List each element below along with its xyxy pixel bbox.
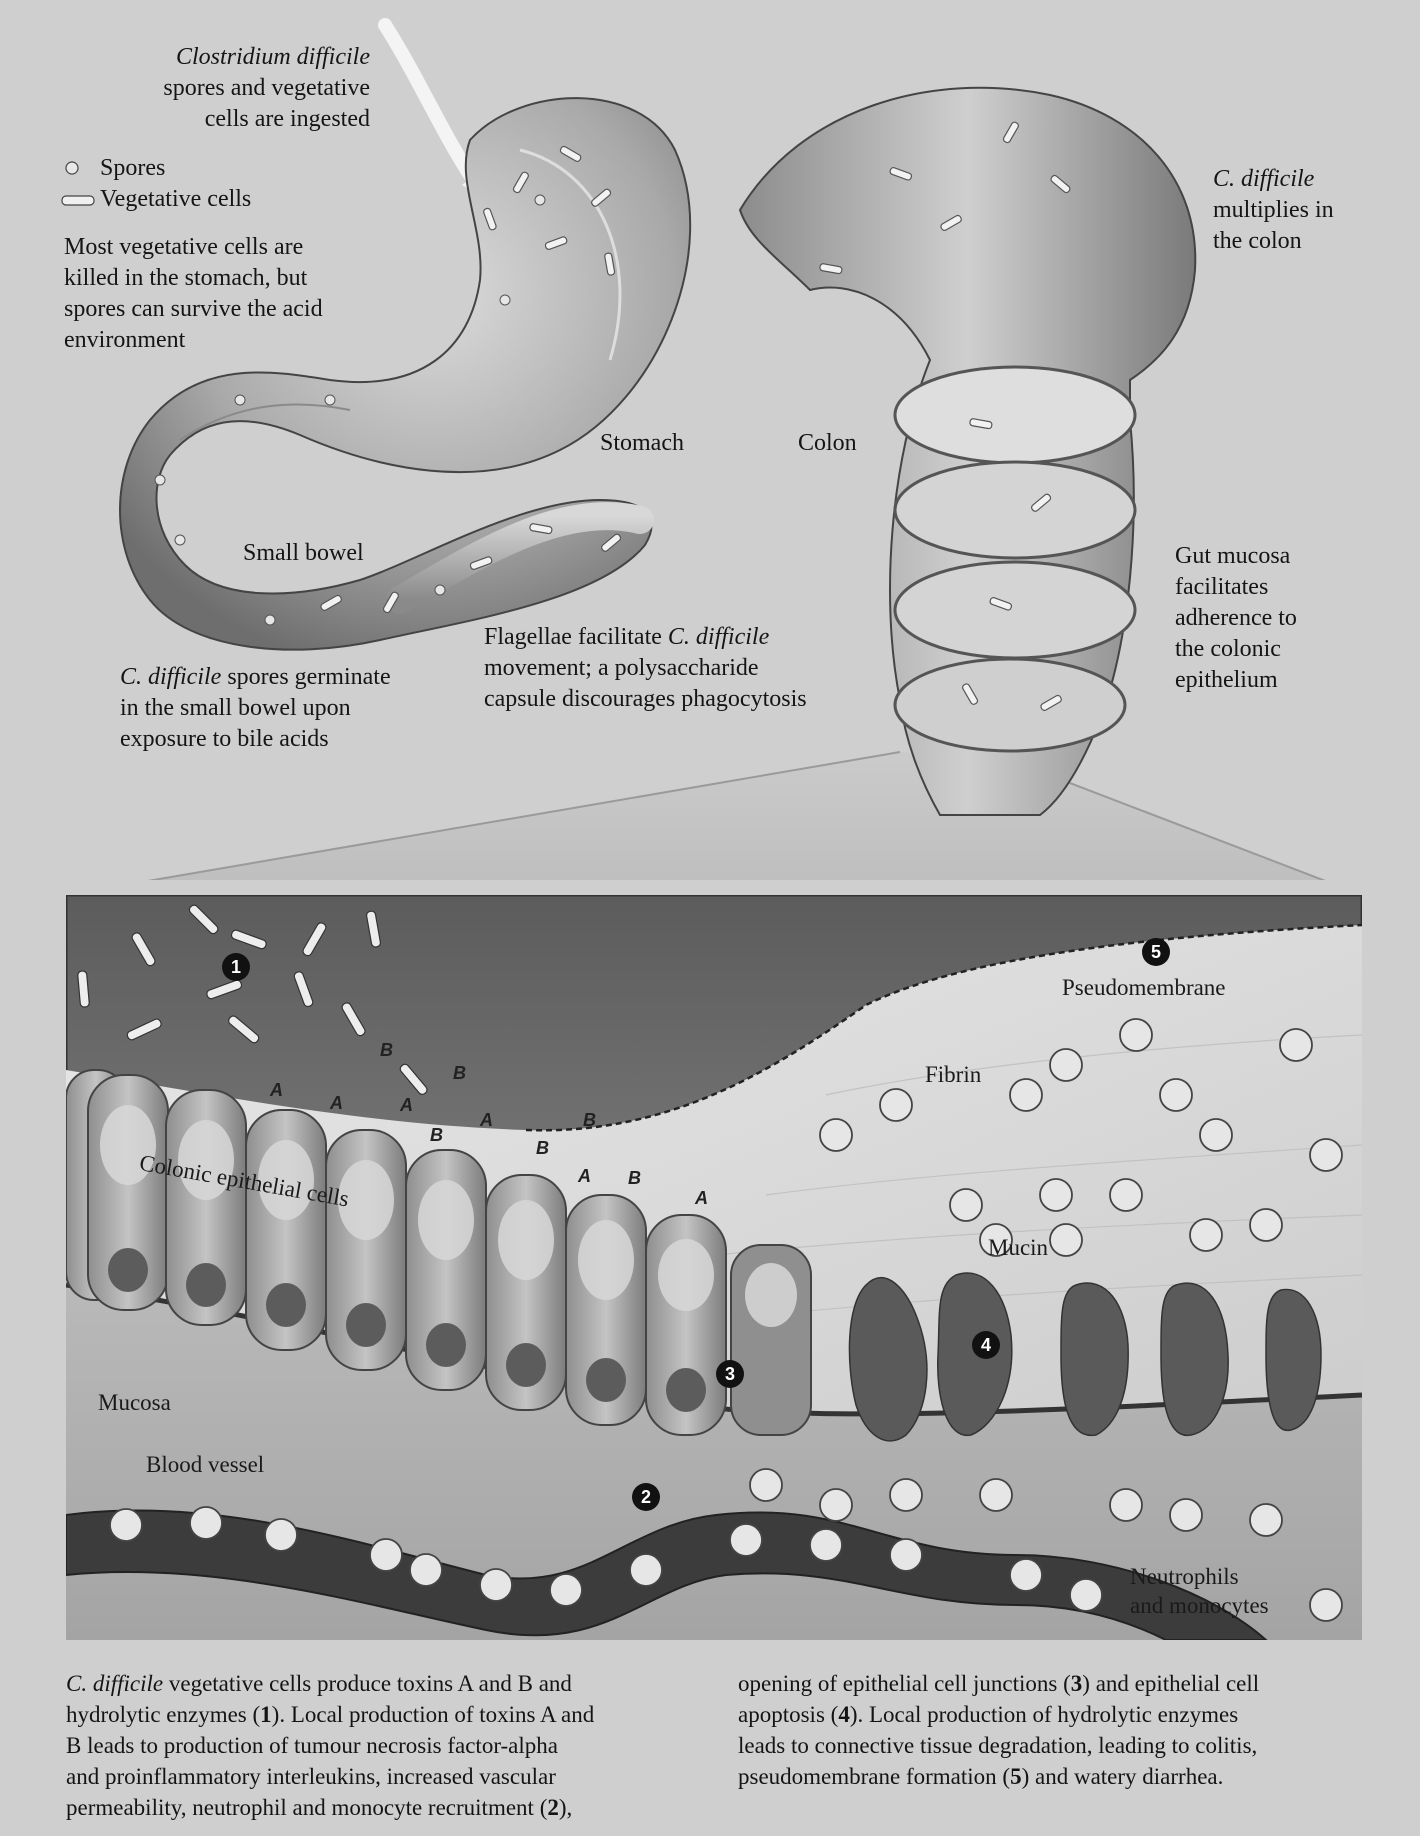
fibrin-label: Fibrin [925, 1062, 981, 1088]
colon-label: Colon [798, 428, 857, 459]
ingestion-label: Clostridium difficile spores and vegetat… [130, 42, 370, 135]
toxin-a-label: A [400, 1095, 413, 1116]
legend-spores: Spores [100, 153, 165, 184]
toxin-a-label: A [330, 1093, 343, 1114]
stomach-note: Most vegetative cells are killed in the … [64, 232, 323, 356]
toxin-b-label: B [430, 1125, 443, 1146]
spore-legend-icon [66, 162, 78, 174]
vegetative-cell-legend-icon [62, 196, 94, 205]
legend-vegetative-cells: Vegetative cells [100, 184, 251, 215]
toxin-b-label: B [628, 1168, 641, 1189]
flagellae-note: Flagellae facilitate C. difficile moveme… [484, 622, 807, 715]
mucosa-label: Mucosa [98, 1390, 171, 1416]
toxin-a-label: A [480, 1110, 493, 1131]
caption-right: opening of epithelial cell junctions (3)… [738, 1668, 1378, 1792]
toxin-b-label: B [536, 1138, 549, 1159]
toxin-b-label: B [583, 1110, 596, 1131]
caption-left: C. difficile vegetative cells produce to… [66, 1668, 706, 1823]
multiplies-label: C. difficile multiplies in the colon [1213, 164, 1334, 257]
marker-3: 3 [716, 1360, 744, 1388]
marker-4: 4 [972, 1331, 1000, 1359]
toxin-a-label: A [695, 1188, 708, 1209]
marker-1: 1 [222, 953, 250, 981]
toxin-b-label: B [380, 1040, 393, 1061]
mucin-label: Mucin [988, 1235, 1048, 1261]
marker-5: 5 [1142, 938, 1170, 966]
stomach-shape [120, 98, 690, 650]
neutrophils-monocytes-label: Neutrophilsand monocytes [1130, 1562, 1269, 1620]
blood-vessel-label: Blood vessel [146, 1452, 264, 1478]
small-bowel-label: Small bowel [243, 538, 364, 569]
colonic-tissue-inset [66, 895, 1362, 1640]
marker-2: 2 [632, 1483, 660, 1511]
toxin-b-label: B [453, 1063, 466, 1084]
pseudomembrane-label: Pseudomembrane [1062, 975, 1226, 1001]
germination-note: C. difficile spores germinate in the sma… [120, 662, 391, 755]
toxin-a-label: A [578, 1166, 591, 1187]
toxin-a-label: A [270, 1080, 283, 1101]
gut-mucosa-note: Gut mucosa facilitates adherence to the … [1175, 541, 1297, 696]
stomach-label: Stomach [600, 428, 684, 459]
